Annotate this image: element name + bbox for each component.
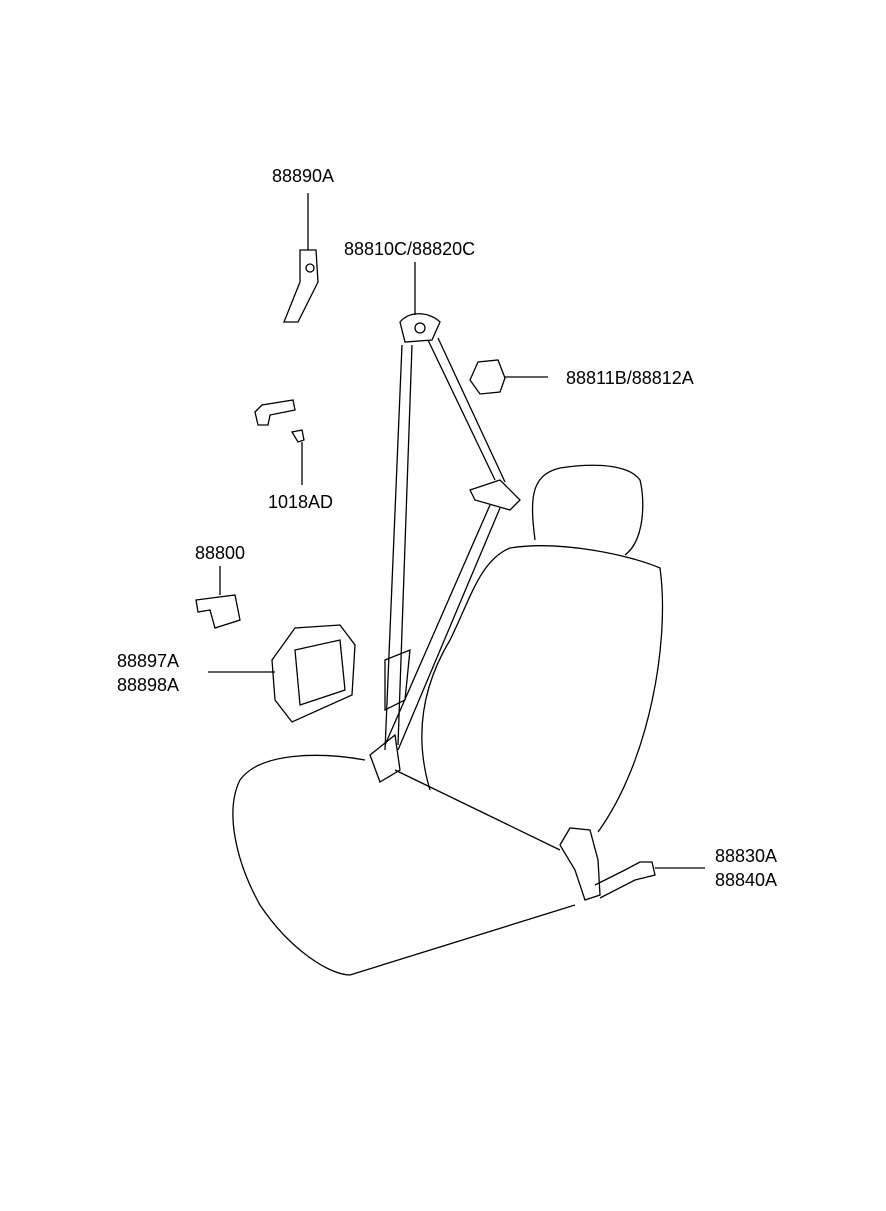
label-88810c-88820c: 88810C/88820C xyxy=(344,239,476,259)
label-88800: 88800 xyxy=(195,543,246,563)
seat-belt-webbing xyxy=(369,262,521,783)
label-88897a: 88897A xyxy=(117,651,180,671)
seat-outline xyxy=(232,464,664,976)
anchor-cover-part xyxy=(469,359,548,395)
label-88840a: 88840A xyxy=(715,870,778,890)
trim-cover-part xyxy=(208,624,356,723)
label-88830a: 88830A xyxy=(715,846,778,866)
label-88811b-88812a: 88811B/88812A xyxy=(566,368,694,388)
label-88890a: 88890A xyxy=(272,166,335,186)
upper-retractor-part xyxy=(283,193,319,323)
buckle-part xyxy=(559,827,705,901)
label-1018ad: 1018AD xyxy=(268,492,334,512)
bolt-and-clip-part xyxy=(254,399,305,485)
bracket-part xyxy=(195,566,241,629)
label-88898a: 88898A xyxy=(117,675,180,695)
